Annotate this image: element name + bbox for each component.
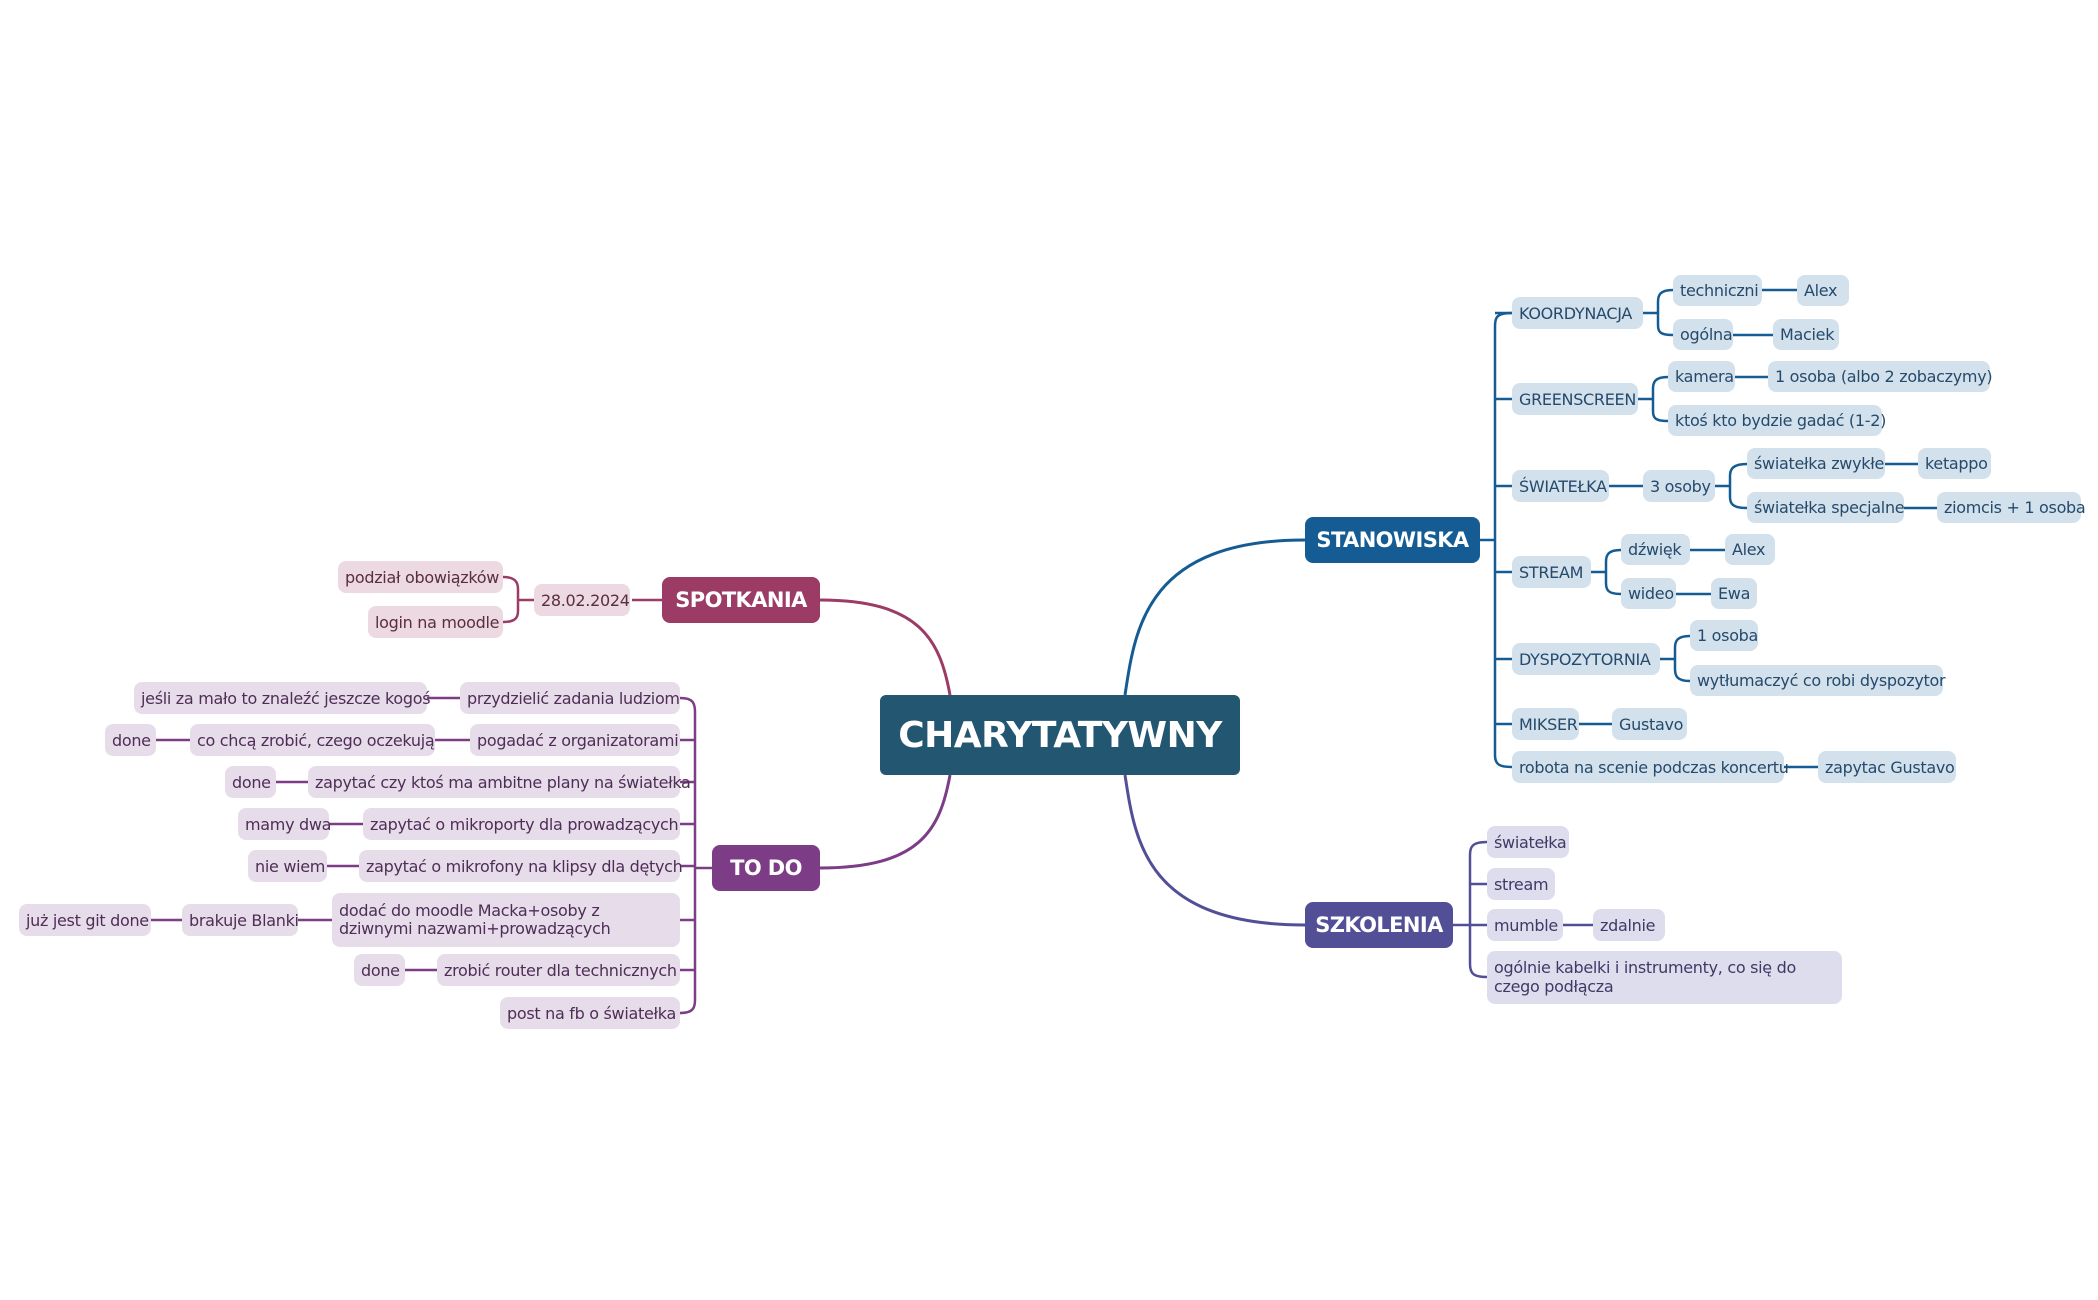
subtopic-wytlumaczyc[interactable]: wytłumaczyć co robi dyspozytor xyxy=(1690,665,1946,696)
subtopic-szkolenia-stream[interactable]: stream xyxy=(1487,868,1555,900)
subtopic-swiatelka-specjalne[interactable]: światełka specjalne xyxy=(1747,492,1905,523)
subtopic-podzial[interactable]: podział obowiązków xyxy=(338,561,503,593)
todo-znalezc[interactable]: jeśli za mało to znaleźć jeszcze kogoś xyxy=(134,682,431,714)
subtopic-zapytac-gustavo[interactable]: zapytac Gustavo xyxy=(1818,751,1956,783)
todo-mikroporty[interactable]: zapytać o mikroporty dla prowadzących xyxy=(363,808,680,840)
root-topic[interactable]: CHARYTATYWNY xyxy=(880,695,1240,775)
todo-done-2[interactable]: done xyxy=(225,766,276,798)
todo-zapytac-swiatelka[interactable]: zapytać czy ktoś ma ambitne plany na świ… xyxy=(308,766,691,798)
subtopic-greenscreen[interactable]: GREENSCREEN xyxy=(1512,383,1638,415)
subtopic-gustavo[interactable]: Gustavo xyxy=(1612,708,1687,740)
subtopic-swiatelka[interactable]: ŚWIATEŁKA xyxy=(1512,470,1609,502)
subtopic-ketappo[interactable]: ketappo xyxy=(1918,448,1991,479)
subtopic-alex-koordynacja[interactable]: Alex xyxy=(1797,275,1849,306)
subtopic-mumble[interactable]: mumble xyxy=(1487,909,1563,941)
subtopic-zdalnie[interactable]: zdalnie xyxy=(1593,909,1665,941)
subtopic-techniczni[interactable]: techniczni xyxy=(1673,275,1762,306)
subtopic-swiatelka-zwykle[interactable]: światełka zwykłe xyxy=(1747,448,1885,479)
subtopic-szkolenia-swiatelka[interactable]: światełka xyxy=(1487,826,1569,858)
todo-pogadac[interactable]: pogadać z organizatorami xyxy=(470,724,680,756)
topic-todo[interactable]: TO DO xyxy=(712,845,820,891)
todo-done-3[interactable]: done xyxy=(354,954,405,986)
todo-mikrofony[interactable]: zapytać o mikrofony na klipsy dla dętych xyxy=(359,850,683,882)
subtopic-alex-dzwiek[interactable]: Alex xyxy=(1725,534,1775,565)
todo-post-fb[interactable]: post na fb o światełka xyxy=(500,997,680,1029)
subtopic-kamera[interactable]: kamera xyxy=(1668,361,1735,392)
subtopic-date[interactable]: 28.02.2024 xyxy=(534,584,630,616)
subtopic-koordynacja[interactable]: KOORDYNACJA xyxy=(1512,297,1643,329)
todo-co-chca[interactable]: co chcą zrobić, czego oczekują xyxy=(190,724,435,756)
subtopic-mikser[interactable]: MIKSER xyxy=(1512,708,1579,740)
todo-moodle[interactable]: dodać do moodle Macka+osoby z dziwnymi n… xyxy=(332,893,680,947)
subtopic-wideo[interactable]: wideo xyxy=(1621,578,1676,609)
todo-nie-wiem[interactable]: nie wiem xyxy=(248,850,327,882)
subtopic-kamera-osoby[interactable]: 1 osoba (albo 2 zobaczymy) xyxy=(1768,361,1993,392)
todo-done-1[interactable]: done xyxy=(105,724,156,756)
subtopic-login[interactable]: login na moodle xyxy=(368,606,503,638)
subtopic-stream[interactable]: STREAM xyxy=(1512,556,1591,588)
subtopic-3-osoby[interactable]: 3 osoby xyxy=(1643,470,1715,502)
subtopic-robota[interactable]: robota na scenie podczas koncertu xyxy=(1512,751,1789,783)
todo-przydzielic[interactable]: przydzielić zadania ludziom xyxy=(460,682,680,714)
subtopic-dyspozytornia[interactable]: DYSPOZYTORNIA xyxy=(1512,643,1660,675)
topic-stanowiska[interactable]: STANOWISKA xyxy=(1305,517,1480,563)
subtopic-gadac[interactable]: ktoś kto bydzie gadać (1-2) xyxy=(1668,405,1886,436)
todo-router[interactable]: zrobić router dla technicznych xyxy=(437,954,680,986)
subtopic-ogolna[interactable]: ogólna xyxy=(1673,319,1733,350)
todo-mamy-dwa[interactable]: mamy dwa xyxy=(238,808,331,840)
subtopic-kabelki[interactable]: ogólnie kabelki i instrumenty, co się do… xyxy=(1487,951,1842,1004)
subtopic-dzwiek[interactable]: dźwięk xyxy=(1621,534,1690,565)
subtopic-ziomcis[interactable]: ziomcis + 1 osoba xyxy=(1937,492,2086,523)
todo-git-done[interactable]: już jest git done xyxy=(19,904,151,936)
topic-spotkania[interactable]: SPOTKANIA xyxy=(662,577,820,623)
todo-brakuje-blanki[interactable]: brakuje Blanki xyxy=(182,904,299,936)
subtopic-1-osoba[interactable]: 1 osoba xyxy=(1690,620,1758,651)
subtopic-ewa[interactable]: Ewa xyxy=(1711,578,1757,609)
subtopic-maciek[interactable]: Maciek xyxy=(1773,319,1839,350)
topic-szkolenia[interactable]: SZKOLENIA xyxy=(1305,902,1453,948)
